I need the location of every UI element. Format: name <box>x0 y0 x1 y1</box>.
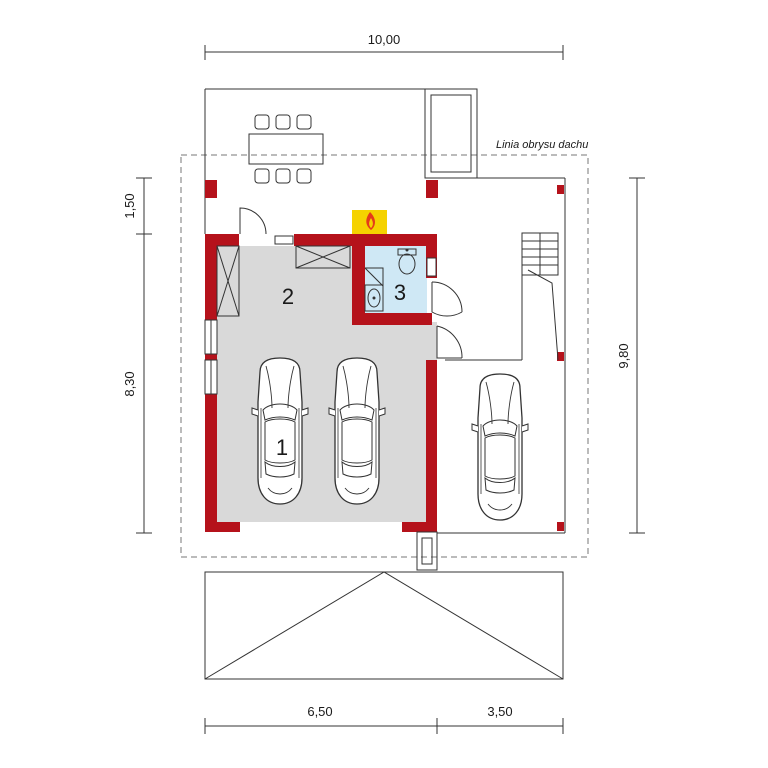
door-carport <box>436 325 463 359</box>
car-garage-left <box>251 357 309 505</box>
planter <box>424 88 478 179</box>
dimension-bottom-left: 6,50 <box>307 704 332 719</box>
window-bathroom <box>426 257 437 277</box>
dimension-bottom: 6,50 3,50 <box>204 704 564 734</box>
entrance-step <box>416 531 438 571</box>
dimension-bottom-right: 3,50 <box>487 704 512 719</box>
carport <box>437 177 566 534</box>
room-number-2: 2 <box>282 284 294 309</box>
room-number-3: 3 <box>394 280 406 305</box>
driveway <box>204 571 564 680</box>
terrace <box>204 88 426 234</box>
dimension-left-lower: 8,30 <box>122 371 137 396</box>
door-bathroom <box>431 281 463 317</box>
roof-outline <box>180 154 589 558</box>
cabinet-left <box>216 245 240 317</box>
fireplace-icon <box>352 210 387 234</box>
dimension-right-total: 9,80 <box>616 343 631 368</box>
bathroom-fixtures <box>364 248 417 312</box>
car-carport <box>471 373 529 521</box>
terrace-column-right <box>426 180 438 198</box>
room-number-1: 1 <box>276 435 288 460</box>
dimension-left: 1,50 8,30 <box>122 177 152 534</box>
terrace-column-left <box>205 180 217 198</box>
door-entrance <box>239 207 294 245</box>
window-left <box>204 319 218 395</box>
roof-outline-label: Linia obrysu dachu <box>496 139 588 151</box>
bathroom-floor <box>365 246 427 314</box>
cabinet-top <box>295 245 351 269</box>
dimension-right: 9,80 <box>616 177 645 534</box>
stairs <box>521 232 559 361</box>
dining-table <box>248 114 324 184</box>
dimension-left-upper: 1,50 <box>122 193 137 218</box>
car-garage-right <box>328 357 386 505</box>
dimension-top-total: 10,00 <box>368 32 401 47</box>
dimension-top: 10,00 <box>204 32 564 60</box>
